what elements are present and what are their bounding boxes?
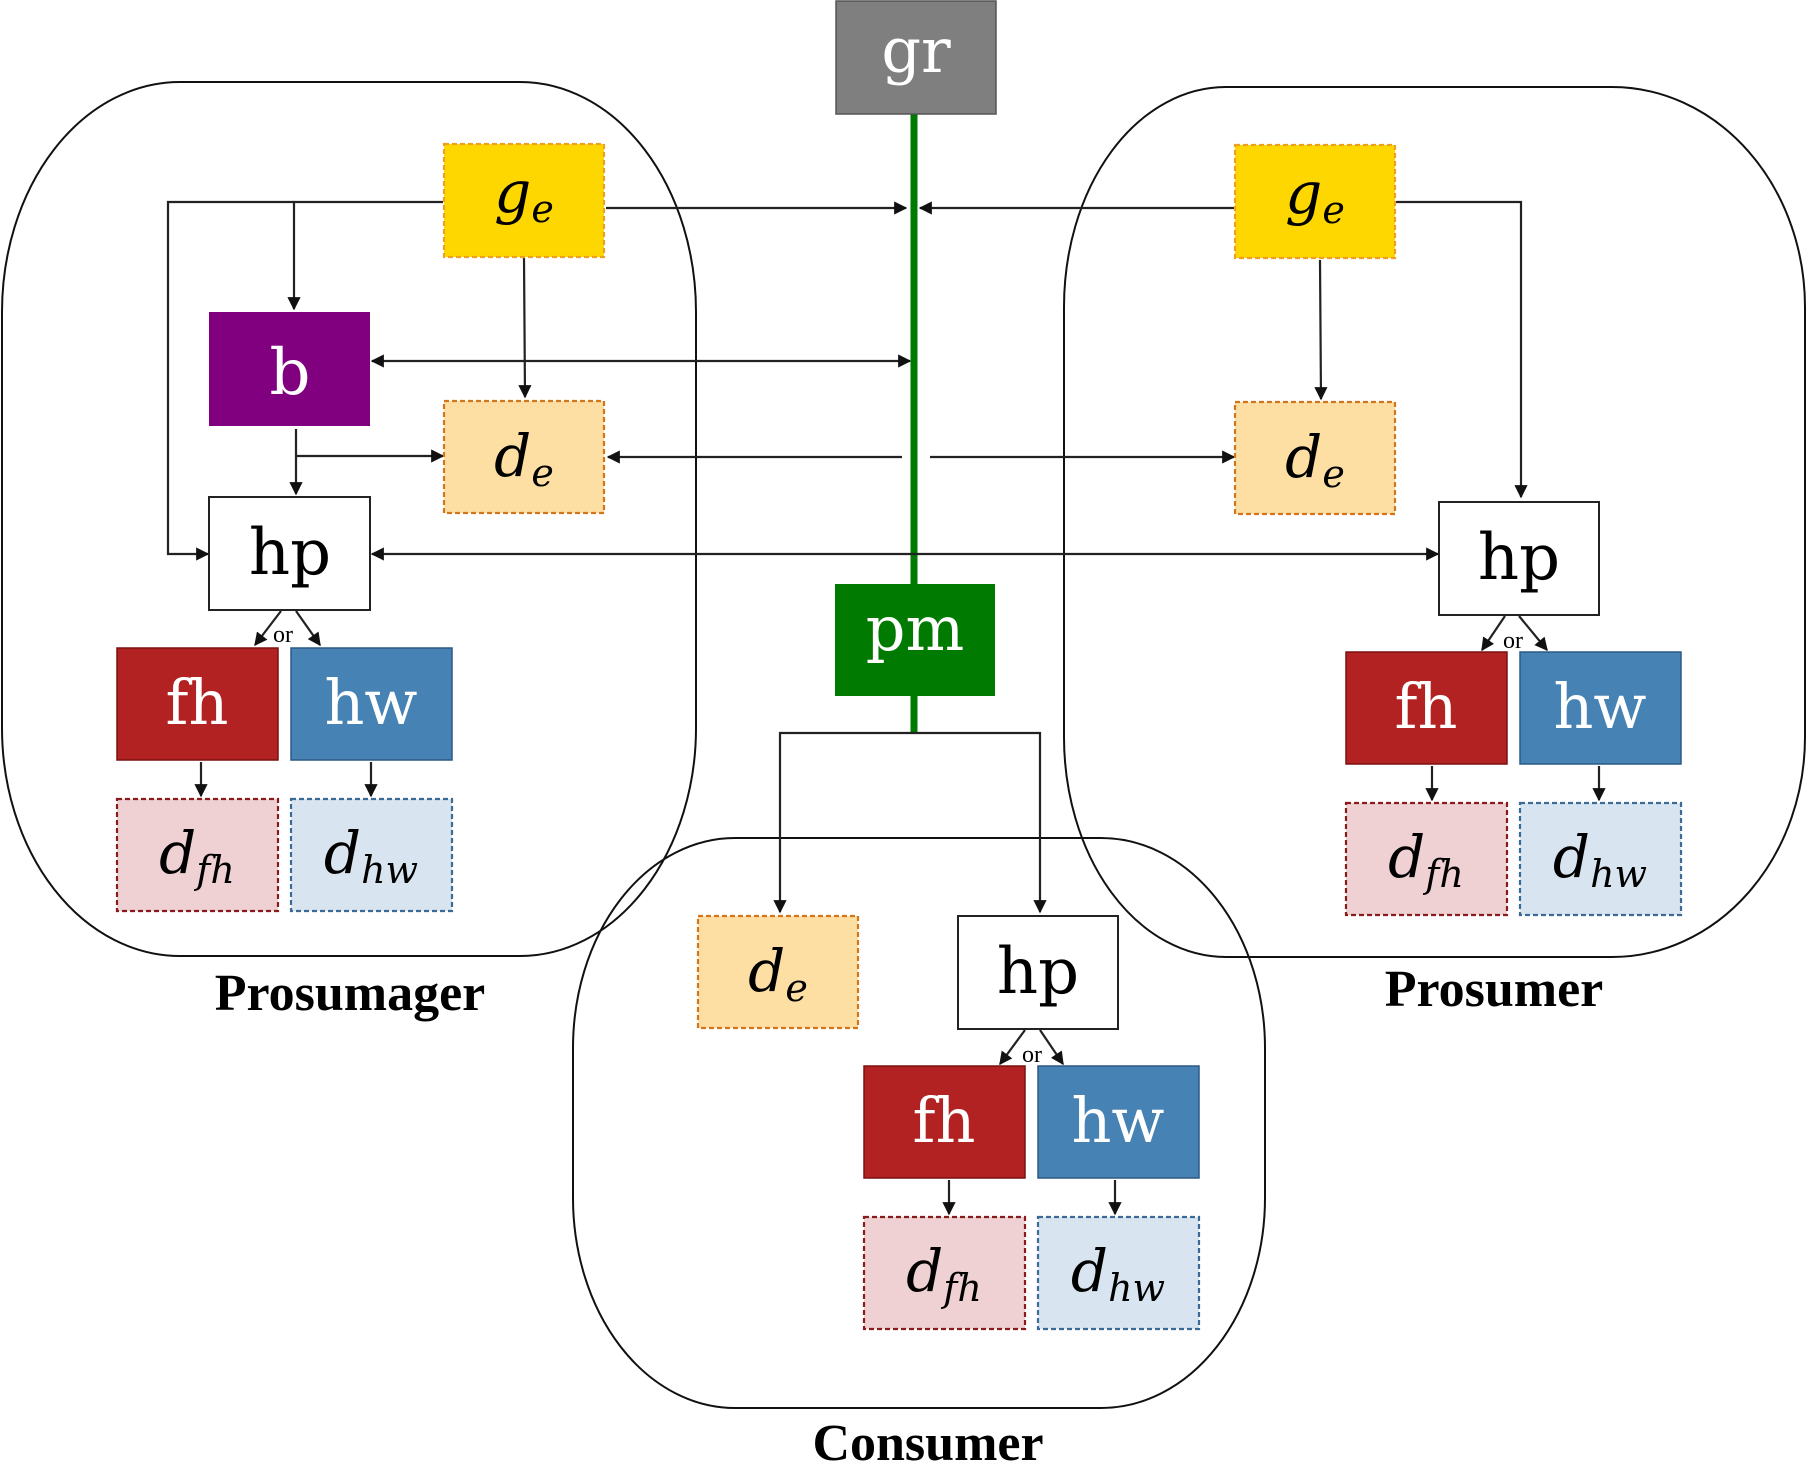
consumer-demand-e-label: de	[748, 937, 808, 1010]
prosumager-hw-node	[290, 647, 453, 761]
prosumager-fh-label: fh	[166, 666, 229, 739]
consumer-demand-hw-label: dhw	[1071, 1237, 1165, 1310]
prosumager-demand-e-node	[442, 399, 606, 515]
consumer-hp-node	[957, 915, 1119, 1030]
consumer-group-label: Consumer	[812, 1415, 1043, 1465]
power-market-label: pm	[866, 592, 964, 665]
prosumer-fh-node	[1345, 651, 1508, 765]
prosumer-hp-to-hw-or-arrow	[1518, 615, 1548, 652]
ge-to-de-arrow	[518, 257, 532, 399]
prosumager-demand-e-label: de	[494, 422, 554, 495]
consumer-demand-fh-label: dfh	[906, 1237, 982, 1310]
pm-to-consumer-de-arrow	[773, 731, 914, 914]
prosumager-hw-label: hw	[325, 666, 418, 739]
prosumager-battery-node	[209, 312, 370, 426]
consumer-demand-e-node	[696, 914, 860, 1030]
consumer-hp-label: hp	[997, 935, 1079, 1009]
prosumer-generation-node	[1233, 143, 1397, 260]
consumer-hp-to-fh-or-arrow	[999, 1029, 1026, 1066]
consumer-fh-label: fh	[913, 1084, 976, 1157]
prosumer-demand-fh-node	[1344, 801, 1509, 917]
prosumer-ge-to-de-arrow	[1314, 259, 1328, 401]
prosumer-group-label: Prosumer	[1385, 961, 1604, 1018]
prosumer-or-label: or	[1503, 628, 1523, 654]
prosumer-demand-e-node	[1233, 400, 1397, 516]
power-market-node	[835, 584, 995, 696]
ge-to-b-arrow	[287, 200, 443, 311]
prosumer-fh-label: fh	[1395, 670, 1458, 743]
hp-to-hw-or-arrow	[295, 610, 321, 647]
grid-label: gr	[881, 14, 951, 87]
prosumager-group-outline	[1, 81, 697, 957]
prosumager-demand-hw-label: dhw	[324, 819, 418, 892]
prosumager-demand-fh-label: dfh	[159, 819, 235, 892]
prosumager-fh-node	[116, 647, 279, 761]
prosumer-demand-hw-label: dhw	[1553, 823, 1647, 896]
prosumager-or-label: or	[273, 622, 293, 648]
pm-to-consumer-hp-arrow	[914, 731, 1047, 914]
consumer-demand-hw-node	[1036, 1215, 1201, 1331]
consumer-demand-fh-node	[862, 1215, 1027, 1331]
prosumer-ge-to-hp-arrow	[1396, 200, 1528, 499]
prosumer-demand-fh-label: dfh	[1388, 823, 1464, 896]
prosumager-generation-node	[442, 142, 606, 259]
prosumer-demand-hw-node	[1518, 801, 1683, 917]
prosumer-hp-node	[1438, 501, 1600, 616]
prosumager-hp-label: hp	[249, 516, 331, 590]
grid-node	[835, 0, 997, 115]
prosumager-demand-hw-node	[289, 797, 454, 913]
prosumager-generation-label: ge	[494, 158, 554, 231]
consumer-group-outline	[572, 837, 1266, 1409]
prosumer-hp-label: hp	[1478, 521, 1560, 595]
prosumager-hp-node	[208, 496, 371, 611]
ge-to-hp-arrow	[166, 200, 294, 561]
consumer-or-label: or	[1022, 1042, 1042, 1068]
consumer-hw-label: hw	[1072, 1084, 1165, 1157]
prosumer-generation-label: ge	[1285, 159, 1345, 232]
prosumer-hw-label: hw	[1554, 670, 1647, 743]
consumer-fh-node	[863, 1065, 1026, 1179]
prosumer-hp-to-fh-or-arrow	[1481, 615, 1506, 652]
prosumer-hw-node	[1519, 651, 1682, 765]
prosumager-battery-label: b	[270, 336, 311, 410]
hp-to-fh-or-arrow	[254, 610, 282, 647]
consumer-hw-node	[1037, 1065, 1200, 1179]
prosumager-group-label: Prosumager	[215, 965, 486, 1022]
consumer-hp-to-hw-or-arrow	[1039, 1029, 1064, 1066]
prosumager-demand-fh-node	[115, 797, 280, 913]
prosumer-demand-e-label: de	[1285, 423, 1345, 496]
